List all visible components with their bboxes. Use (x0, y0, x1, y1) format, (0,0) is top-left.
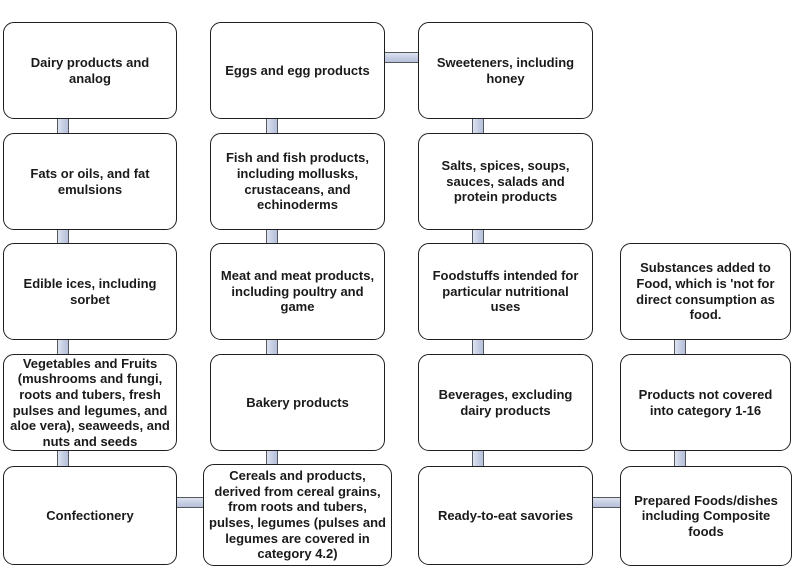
node-label: Eggs and egg products (225, 62, 370, 78)
node-label: Products not covered into category 1-16 (638, 386, 773, 418)
node-label: Prepared Foods/dishes including Composit… (634, 492, 778, 539)
connector-horizontal (382, 52, 421, 63)
connector-horizontal (174, 497, 206, 508)
node-substances-added: Substances added to Food, which is 'not … (620, 243, 791, 340)
node-label: Vegetables and Fruits (mushrooms and fun… (10, 355, 170, 449)
node-label: Fats or oils, and fat emulsions (30, 165, 150, 197)
node-dairy-products: Dairy products and analog (3, 22, 177, 119)
node-foodstuffs-nutritional: Foodstuffs intended for particular nutri… (418, 243, 593, 340)
node-label: Foodstuffs intended for particular nutri… (432, 268, 579, 315)
node-beverages: Beverages, excluding dairy products (418, 354, 593, 451)
node-prepared-foods: Prepared Foods/dishes including Composit… (620, 466, 792, 566)
node-edible-ices: Edible ices, including sorbet (3, 243, 177, 340)
node-label: Salts, spices, soups, sauces, salads and… (441, 158, 570, 205)
connector-horizontal (590, 497, 623, 508)
node-cereals-products: Cereals and products, derived from cerea… (203, 464, 392, 566)
node-label: Ready-to-eat savories (437, 507, 574, 523)
node-eggs: Eggs and egg products (210, 22, 385, 119)
node-label: Substances added to Food, which is 'not … (636, 260, 775, 323)
node-vegetables-fruits: Vegetables and Fruits (mushrooms and fun… (3, 354, 177, 451)
node-label: Sweeteners, including honey (436, 54, 575, 86)
node-label: Fish and fish products, including mollus… (225, 150, 369, 213)
node-meat-products: Meat and meat products, including poultr… (210, 243, 385, 340)
node-fish-products: Fish and fish products, including mollus… (210, 133, 385, 230)
node-label: Bakery products (246, 394, 349, 410)
node-label: Dairy products and analog (30, 54, 150, 86)
node-label: Confectionery (46, 507, 134, 523)
node-confectionery: Confectionery (3, 466, 177, 565)
node-fats-oils: Fats or oils, and fat emulsions (3, 133, 177, 230)
node-salts-spices: Salts, spices, soups, sauces, salads and… (418, 133, 593, 230)
node-bakery-products: Bakery products (210, 354, 385, 451)
node-label: Meat and meat products, including poultr… (220, 268, 375, 315)
node-label: Cereals and products, derived from cerea… (209, 468, 386, 562)
node-label: Beverages, excluding dairy products (438, 386, 573, 418)
node-label: Edible ices, including sorbet (23, 275, 157, 307)
node-ready-to-eat: Ready-to-eat savories (418, 466, 593, 565)
node-sweeteners: Sweeteners, including honey (418, 22, 593, 119)
node-products-not-covered: Products not covered into category 1-16 (620, 354, 791, 451)
